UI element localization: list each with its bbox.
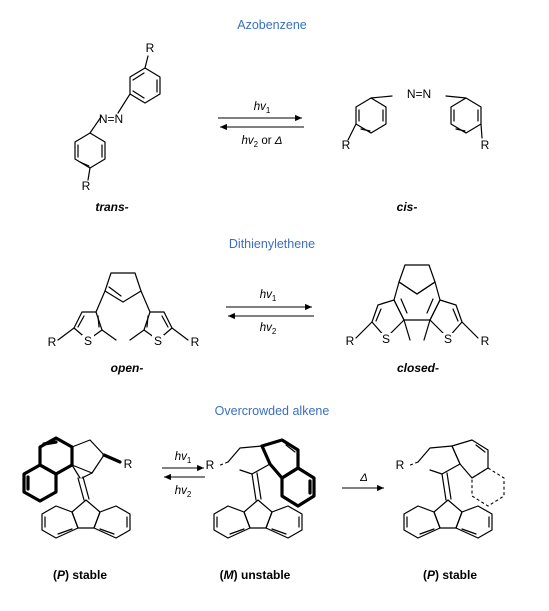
- p-product-r-label: R: [396, 458, 405, 472]
- cis-label: cis-: [397, 200, 418, 214]
- closed-r-right-label: R: [481, 334, 490, 348]
- overcrowded-alkene-title: Overcrowded alkene: [215, 404, 330, 418]
- open-s-right-label: S: [154, 334, 162, 348]
- closed-label: closed-: [397, 361, 439, 375]
- azobenzene-equilibrium-arrows: [218, 114, 304, 131]
- trans-azobenzene-structure: [74, 55, 161, 181]
- trans-label: trans-: [95, 200, 128, 214]
- p-stable-product-structure: [403, 439, 505, 539]
- closed-s-left-label: S: [382, 332, 390, 346]
- dithienylethene-equilibrium-arrows: [226, 303, 314, 320]
- cis-r-left-label: R: [342, 138, 351, 152]
- azobenzene-title: Azobenzene: [237, 18, 307, 32]
- trans-r-top-label: R: [146, 41, 155, 55]
- trans-nn-label: N=N: [99, 112, 123, 126]
- p-stable-label: (P) stable: [53, 568, 107, 582]
- dithienylethene-backward-condition: hv2: [260, 322, 277, 336]
- open-dithienylethene-structure: [57, 272, 189, 341]
- trans-r-bottom-label: R: [82, 179, 91, 193]
- open-r-right-label: R: [191, 335, 200, 349]
- dithienylethene-forward-condition: hv1: [260, 289, 277, 303]
- alkene-forward-condition: hv1: [175, 451, 192, 465]
- cis-nn-label: N=N: [407, 87, 431, 101]
- azobenzene-forward-condition: hv1: [254, 101, 271, 115]
- open-r-left-label: R: [48, 335, 57, 349]
- m-unstable-label: (M) unstable: [220, 568, 291, 582]
- alkene-backward-condition: hv2: [175, 485, 192, 499]
- alkene-thermal-condition: Δ: [359, 472, 368, 484]
- cis-azobenzene-structure: [347, 95, 483, 141]
- closed-s-right-label: S: [444, 332, 452, 346]
- m-unstable-alkene-structure: [213, 438, 316, 539]
- open-s-left-label: S: [84, 334, 92, 348]
- azobenzene-backward-condition: hv2 or Δ: [242, 135, 283, 149]
- cis-r-right-label: R: [481, 138, 490, 152]
- alkene-photo-equilibrium-arrows: [162, 464, 205, 481]
- p-stable-r-label: R: [124, 457, 133, 471]
- open-label: open-: [111, 361, 144, 375]
- closed-r-left-label: R: [346, 334, 355, 348]
- p-stable-alkene-structure: [22, 436, 131, 539]
- m-unstable-r-label: R: [206, 458, 215, 472]
- closed-dithienylethene-structure: [355, 264, 479, 341]
- p-stable-product-label: (P) stable: [423, 568, 477, 582]
- dithienylethene-title: Dithienylethene: [229, 237, 315, 251]
